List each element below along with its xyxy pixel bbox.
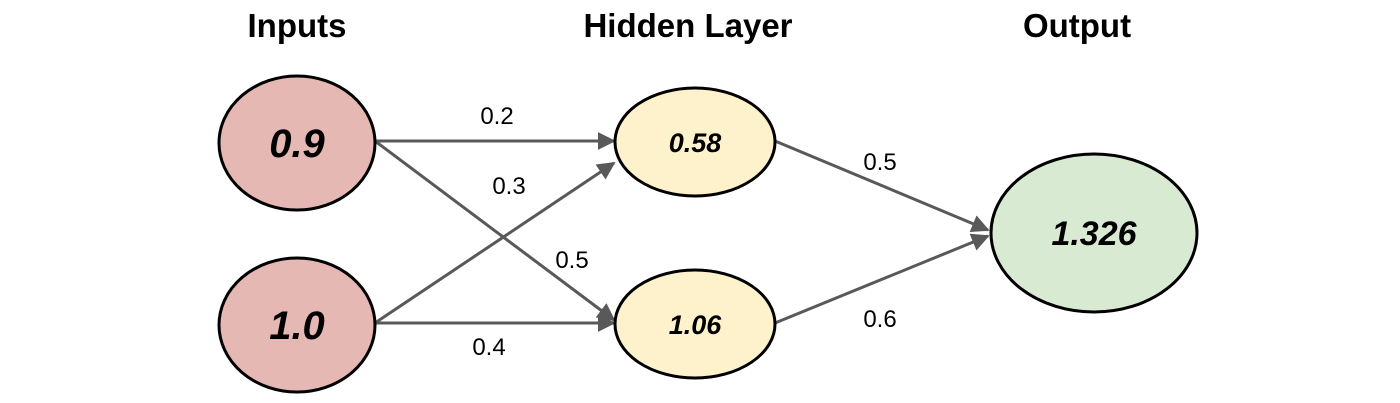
hidden-node-2: [613, 268, 777, 380]
input-node-1-value: 0.9: [269, 122, 325, 166]
output-node-value: 1.326: [1051, 215, 1137, 253]
input-node-2: [217, 256, 377, 394]
output-node: [989, 152, 1199, 314]
hidden-node-1: [613, 86, 777, 198]
input-node-1: [217, 74, 377, 212]
weight-input1-hidden2: 0.5: [555, 247, 588, 274]
input-node-2-value: 1.0: [269, 304, 325, 348]
edge-input2-hidden1: [374, 161, 616, 325]
hidden-node-2-value: 1.06: [669, 310, 723, 340]
edge-hidden2-output: [774, 233, 990, 325]
output-title: Output: [1023, 7, 1131, 44]
weight-input2-hidden1: 0.3: [492, 173, 525, 200]
weight-input1-hidden1: 0.2: [480, 103, 513, 130]
inputs-title: Inputs: [248, 7, 347, 44]
weight-input2-hidden2: 0.4: [472, 334, 505, 361]
edge-hidden1-output: [774, 139, 990, 233]
hidden-node-1-value: 0.58: [669, 128, 722, 158]
weight-hidden1-output: 0.5: [863, 149, 896, 176]
hidden-layer-title: Hidden Layer: [583, 7, 792, 44]
edge-input1-hidden2: [374, 139, 616, 322]
weight-hidden2-output: 0.6: [863, 306, 896, 333]
